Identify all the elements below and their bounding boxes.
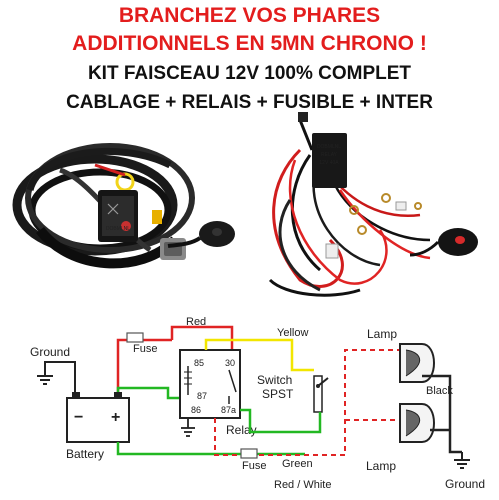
label-green: Green [282, 458, 313, 470]
green-wire-bottom [116, 442, 305, 456]
headline-line-2: ADDITIONNELS EN 5MN CHRONO ! [72, 32, 427, 55]
photo-relay-line3: 12V 40A [319, 160, 339, 166]
label-red: Red [186, 316, 206, 328]
label-ground-right: Ground [445, 477, 485, 491]
ground-right-icon [454, 452, 470, 469]
relay-block-icon [312, 133, 347, 188]
headline-line-1: BRANCHEZ VOS PHARES [118, 4, 381, 27]
label-relay: Relay [226, 423, 257, 437]
label-yellow: Yellow [277, 327, 308, 339]
relay-pin-87: 87 [197, 391, 207, 401]
label-red-white: Red / White [274, 479, 331, 491]
photo-relay-line2: RELAY [321, 152, 338, 158]
green-wire-relay [240, 408, 322, 434]
label-fuse-bottom: Fuse [242, 460, 266, 472]
label-lamp-top: Lamp [367, 327, 397, 341]
battery-icon [66, 392, 130, 443]
photo-relay-line1: DOBMLNL [317, 144, 341, 150]
label-black: Black [426, 385, 453, 397]
harness-photo-left: DOBMLNL [12, 143, 235, 269]
red-wire [116, 338, 172, 392]
battery-minus-sign: − [74, 409, 83, 426]
relay-pin-85: 85 [194, 358, 204, 368]
fuse-top-icon [126, 332, 144, 343]
fuse-bottom-icon [240, 448, 258, 459]
ground-relay-icon [181, 418, 195, 437]
green-wire-top [116, 386, 180, 400]
headline-line-3: KIT FAISCEAU 12V 100% COMPLET [87, 63, 412, 84]
yellow-wire [204, 338, 314, 372]
harness-photo-right: DOBMLNL RELAY 12V 40A [268, 112, 478, 297]
relay-pin-30: 30 [225, 358, 235, 368]
lamp-top-icon [399, 343, 435, 383]
relay-pin-87a: 87a [221, 405, 236, 415]
label-fuse-top: Fuse [133, 343, 157, 355]
lamp-bottom-icon [399, 403, 435, 443]
red-white-wire [214, 349, 400, 456]
label-spst: SPST [262, 387, 294, 401]
ground-left-icon [37, 368, 53, 385]
label-lamp-bottom: Lamp [366, 459, 396, 473]
relay-pin-86: 86 [191, 405, 201, 415]
photo-relay-brand: DOBMLNL [106, 226, 130, 232]
black-wire [422, 374, 462, 454]
label-battery: Battery [66, 447, 104, 461]
battery-plus-sign: + [111, 409, 120, 426]
label-ground-left: Ground [30, 345, 70, 359]
switch-spst-icon [313, 375, 329, 413]
headline-line-4: CABLAGE + RELAIS + FUSIBLE + INTER [66, 92, 433, 113]
label-switch: Switch [257, 373, 292, 387]
